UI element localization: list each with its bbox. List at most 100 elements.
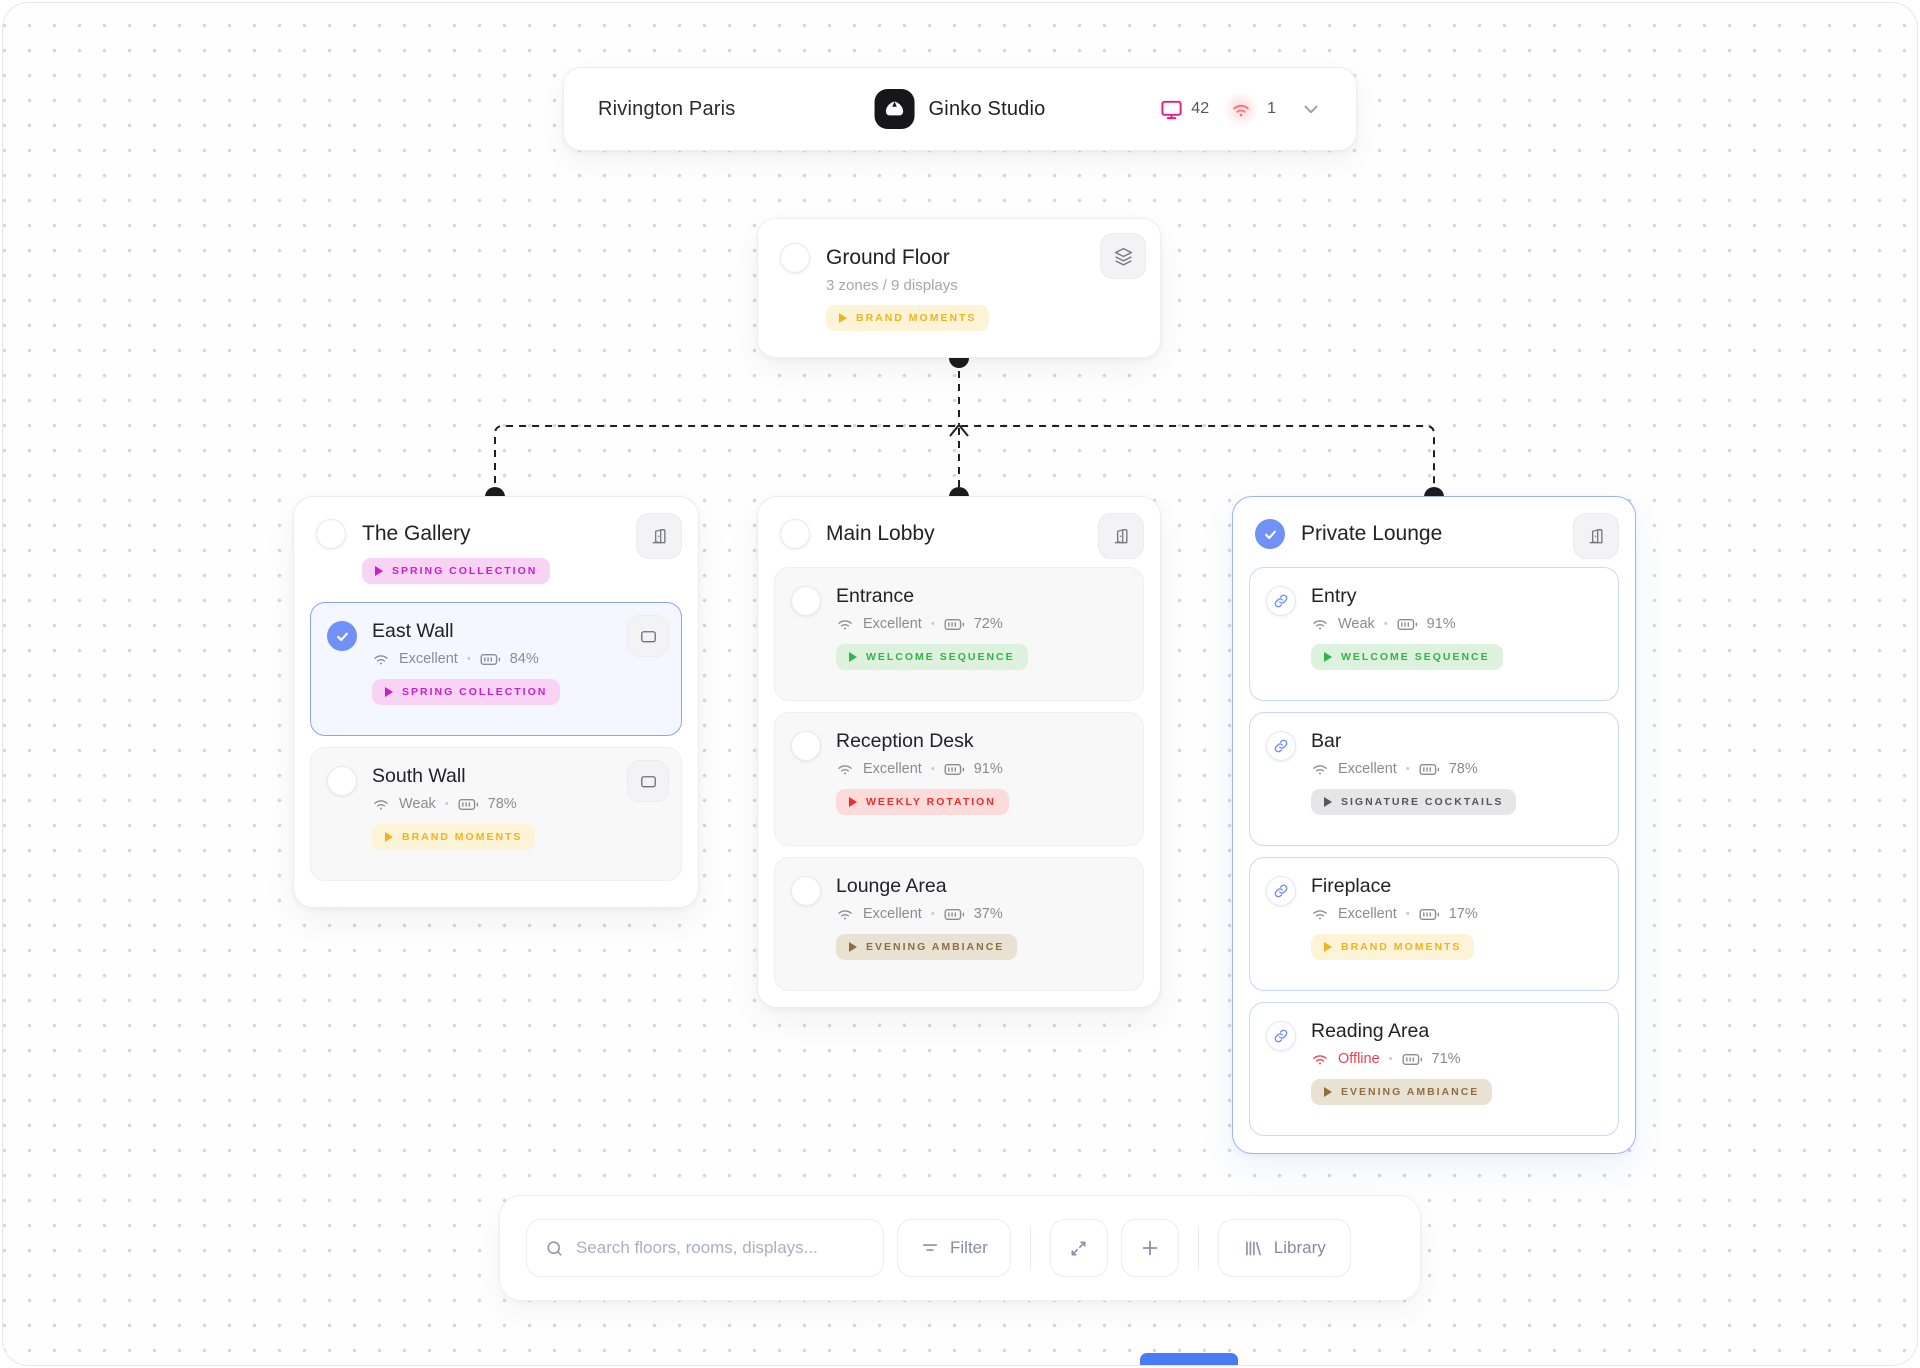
display-checkbox[interactable] <box>791 876 821 906</box>
chevron-down-icon[interactable] <box>1300 98 1322 120</box>
add-button[interactable] <box>1120 1219 1179 1277</box>
signal-label: Weak <box>1338 616 1375 632</box>
linked-display-icon-wrap[interactable] <box>1266 731 1296 761</box>
display-card-bar[interactable]: Bar Excellent • 78% <box>1249 712 1619 846</box>
display-card-south-wall[interactable]: South Wall Weak • 78% <box>310 747 682 881</box>
play-icon <box>385 687 393 697</box>
wifi-icon <box>1313 620 1327 630</box>
enter-room-button[interactable] <box>1098 513 1144 559</box>
display-body: East Wall Excellent • 84% <box>372 618 561 720</box>
display-checkbox[interactable] <box>327 766 357 796</box>
display-status: Excellent • 72% <box>836 615 1028 633</box>
battery-icon <box>944 618 964 630</box>
display-checkbox[interactable] <box>791 586 821 616</box>
dot-separator: • <box>930 618 935 630</box>
display-status: Offline • 71% <box>1311 1050 1492 1068</box>
dot-separator: • <box>1405 908 1410 920</box>
battery-icon <box>1402 1053 1422 1065</box>
room-select-radio[interactable] <box>316 519 346 549</box>
alert-stat: 1 <box>1223 91 1276 127</box>
wifi-icon <box>374 655 388 665</box>
toolbar-divider <box>1197 1226 1199 1270</box>
room-select-radio[interactable] <box>780 519 810 549</box>
display-playlist-label: WELCOME SEQUENCE <box>866 651 1015 663</box>
display-body: Fireplace Excellent • 17% <box>1311 873 1478 975</box>
display-title: Reading Area <box>1311 1020 1430 1042</box>
room-select-radio-checked[interactable] <box>1255 519 1285 549</box>
room-playlist-label: SPRING COLLECTION <box>392 565 538 577</box>
library-button[interactable]: Library <box>1217 1219 1351 1277</box>
linked-display-icon-wrap[interactable] <box>1266 1021 1296 1051</box>
display-card-lounge-area[interactable]: Lounge Area Excellent • 37 <box>774 857 1144 991</box>
filter-button[interactable]: Filter <box>897 1219 1011 1277</box>
battery-icon <box>944 908 964 920</box>
signal-label: Weak <box>399 796 436 812</box>
preview-display-button[interactable] <box>627 615 669 657</box>
brand-name: Ginko Studio <box>928 97 1046 120</box>
display-playlist-label: WEEKLY ROTATION <box>866 796 996 808</box>
display-card-east-wall[interactable]: East Wall Excellent • 84% <box>310 602 682 736</box>
wifi-icon <box>374 800 388 810</box>
enter-room-button[interactable] <box>1573 513 1619 559</box>
floor-card-body: Ground Floor 3 zones / 9 displays BRAND … <box>826 243 990 333</box>
wifi-icon <box>1313 910 1327 920</box>
display-count: 42 <box>1191 100 1210 117</box>
room-card-the-gallery[interactable]: The Gallery SPRING COLLECTION <box>293 496 699 908</box>
display-playlist-badge: SPRING COLLECTION <box>372 679 561 705</box>
toolbar-divider <box>1029 1226 1031 1270</box>
floor-card-ground-floor[interactable]: Ground Floor 3 zones / 9 displays BRAND … <box>757 218 1161 358</box>
search-field[interactable] <box>526 1219 884 1277</box>
display-playlist-label: EVENING AMBIANCE <box>866 941 1005 953</box>
display-playlist-label: BRAND MOMENTS <box>1341 941 1462 953</box>
expand-button[interactable] <box>1049 1219 1108 1277</box>
play-icon <box>849 797 857 807</box>
display-count-stat: 42 <box>1160 98 1209 121</box>
search-input[interactable] <box>575 1238 865 1258</box>
room-header: The Gallery SPRING COLLECTION <box>310 513 682 584</box>
topbar-stats: 42 1 <box>1160 91 1322 127</box>
display-card-reading-area[interactable]: Reading Area Offline • 71% <box>1249 1002 1619 1136</box>
display-playlist-label: SPRING COLLECTION <box>402 686 548 698</box>
play-icon <box>849 942 857 952</box>
display-body: South Wall Weak • 78% <box>372 763 536 865</box>
display-title: East Wall <box>372 620 454 642</box>
enter-room-button[interactable] <box>636 513 682 559</box>
floor-select-radio[interactable] <box>780 243 810 273</box>
floor-playlist-badge: BRAND MOMENTS <box>826 305 990 331</box>
display-checkbox[interactable] <box>791 731 821 761</box>
display-checkbox-checked[interactable] <box>327 621 357 651</box>
display-body: Reading Area Offline • 71% <box>1311 1018 1493 1120</box>
dot-separator: • <box>930 763 935 775</box>
display-list: East Wall Excellent • 84% <box>310 602 682 881</box>
filter-icon <box>922 1244 938 1251</box>
battery-label: 84% <box>509 651 539 667</box>
alert-count: 1 <box>1267 100 1276 117</box>
display-status: Weak • 78% <box>372 795 535 813</box>
display-card-entry[interactable]: Entry Weak • 91% <box>1249 567 1619 701</box>
display-playlist-label: WELCOME SEQUENCE <box>1341 651 1490 663</box>
battery-label: 91% <box>1426 616 1456 632</box>
layers-button[interactable] <box>1100 233 1146 279</box>
display-title: Lounge Area <box>836 875 947 897</box>
room-card-private-lounge[interactable]: Private Lounge Entry <box>1232 496 1636 1154</box>
linked-display-icon-wrap[interactable] <box>1266 586 1296 616</box>
room-title: Main Lobby <box>826 522 935 545</box>
display-title: Fireplace <box>1311 875 1392 897</box>
wifi-icon <box>838 910 852 920</box>
top-bar: Rivington Paris Ginko Studio 42 <box>563 67 1357 151</box>
display-card-fireplace[interactable]: Fireplace Excellent • 17% <box>1249 857 1619 991</box>
display-card-reception-desk[interactable]: Reception Desk Excellent • <box>774 712 1144 846</box>
display-status: Excellent • 91% <box>836 760 1009 778</box>
battery-label: 71% <box>1431 1051 1461 1067</box>
display-playlist-label: EVENING AMBIANCE <box>1341 1086 1480 1098</box>
battery-label: 91% <box>973 761 1003 777</box>
play-icon <box>1324 1087 1332 1097</box>
dot-separator: • <box>1405 763 1410 775</box>
preview-display-button[interactable] <box>627 760 669 802</box>
room-card-main-lobby[interactable]: Main Lobby Entrance <box>757 496 1161 1008</box>
display-card-entrance[interactable]: Entrance Excellent • 72% <box>774 567 1144 701</box>
floor-title: Ground Floor <box>826 246 950 269</box>
brand-lockup: Ginko Studio <box>874 89 1046 129</box>
linked-display-icon-wrap[interactable] <box>1266 876 1296 906</box>
